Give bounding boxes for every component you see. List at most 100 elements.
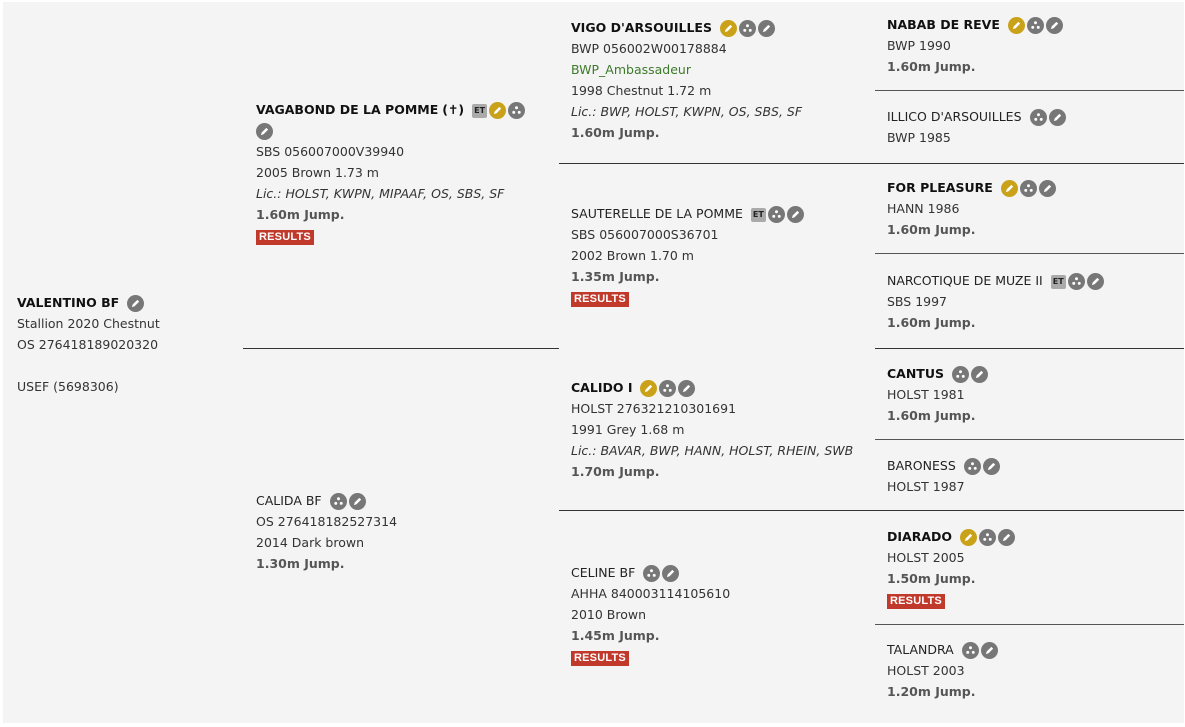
pedigree-icon[interactable]: [659, 380, 677, 397]
stallion-icon[interactable]: [489, 102, 507, 119]
pedigree-icon[interactable]: [963, 458, 981, 475]
edit-icon[interactable]: [662, 565, 680, 582]
sire-born: 2005 Brown 1.73 m: [256, 165, 379, 180]
subject-line3: USEF (5698306): [17, 379, 119, 394]
g5-jump: 1.60m Jump.: [887, 408, 976, 423]
dam-jump: 1.30m Jump.: [256, 556, 345, 571]
pedigree-icon[interactable]: [329, 493, 347, 510]
edit-icon[interactable]: [757, 20, 775, 37]
pedigree-icon[interactable]: [1026, 17, 1044, 34]
ss-lic: Lic.: BWP, HOLST, KWPN, OS, SBS, SF: [571, 104, 803, 119]
ss-reg: BWP 056002W00178884: [571, 41, 727, 56]
g7-jump: 1.50m Jump.: [887, 571, 976, 586]
g6-horse: BARONESS HOLST 1987: [887, 455, 1000, 497]
ds-jump: 1.70m Jump.: [571, 464, 660, 479]
deceased-icon: (✝): [442, 102, 465, 117]
dam-name[interactable]: CALIDA BF: [256, 493, 322, 508]
edit-icon[interactable]: [678, 380, 696, 397]
subject-name[interactable]: VALENTINO BF: [17, 295, 120, 310]
stallion-icon[interactable]: [960, 529, 977, 546]
ds-name[interactable]: CALIDO I: [571, 380, 633, 395]
g6-name[interactable]: BARONESS: [887, 458, 956, 473]
ss-name[interactable]: VIGO D'ARSOUILLES: [571, 20, 712, 35]
sd-name[interactable]: SAUTERELLE DE LA POMME: [571, 206, 743, 221]
edit-icon[interactable]: [1048, 109, 1066, 126]
divider-g6-g7: [875, 510, 1184, 511]
results-button[interactable]: RESULTS: [256, 230, 314, 245]
pedigree-icon[interactable]: [767, 206, 785, 223]
stallion-icon[interactable]: [719, 20, 737, 37]
g3-name[interactable]: FOR PLEASURE: [887, 180, 993, 195]
g4-horse: NARCOTIQUE DE MUZE II ET SBS 1997 1.60m …: [887, 270, 1104, 333]
edit-icon[interactable]: [1045, 17, 1063, 34]
dd-name[interactable]: CELINE BF: [571, 565, 636, 580]
g4-name[interactable]: NARCOTIQUE DE MUZE II: [887, 273, 1043, 288]
sd-born: 2002 Brown 1.70 m: [571, 248, 694, 263]
edit-icon[interactable]: [1086, 273, 1104, 290]
g7-horse: DIARADO HOLST 2005 1.50m Jump. RESULTS: [887, 526, 1015, 610]
et-badge: ET: [1050, 274, 1066, 289]
g7-name[interactable]: DIARADO: [887, 529, 953, 544]
pedigree-tree: VALENTINO BF Stallion 2020 Chestnut OS 2…: [3, 2, 1184, 723]
stallion-icon[interactable]: [1000, 180, 1018, 197]
edit-icon[interactable]: [982, 458, 1000, 475]
ss-jump: 1.60m Jump.: [571, 125, 660, 140]
pedigree-icon[interactable]: [508, 102, 526, 119]
divider-dam-parents: [559, 510, 875, 511]
sd-reg: SBS 056007000S36701: [571, 227, 719, 242]
dam-born: 2014 Dark brown: [256, 535, 365, 550]
pedigree-icon[interactable]: [1019, 180, 1037, 197]
g3-reg: HANN 1986: [887, 201, 960, 216]
ds-born: 1991 Grey 1.68 m: [571, 422, 685, 437]
g4-jump: 1.60m Jump.: [887, 315, 976, 330]
sire-name[interactable]: VAGABOND DE LA POMME: [256, 102, 439, 117]
edit-icon[interactable]: [980, 642, 998, 659]
ds-reg: HOLST 276321210301691: [571, 401, 737, 416]
g1-horse: NABAB DE REVE BWP 1990 1.60m Jump.: [887, 14, 1063, 77]
et-badge: ET: [472, 103, 488, 118]
edit-icon[interactable]: [127, 295, 145, 312]
g2-horse: ILLICO D'ARSOUILLES BWP 1985: [887, 106, 1066, 148]
ds-lic: Lic.: BAVAR, BWP, HANN, HOLST, RHEIN, SW…: [571, 443, 854, 458]
sd-jump: 1.35m Jump.: [571, 269, 660, 284]
pedigree-icon[interactable]: [643, 565, 661, 582]
g3-horse: FOR PLEASURE HANN 1986 1.60m Jump.: [887, 177, 1056, 240]
dd-born: 2010 Brown: [571, 607, 647, 622]
divider-g1-g2: [875, 90, 1184, 91]
sire-sire-horse: VIGO D'ARSOUILLES BWP 056002W00178884 BW…: [571, 17, 802, 143]
g8-jump: 1.20m Jump.: [887, 684, 976, 699]
g2-name[interactable]: ILLICO D'ARSOUILLES: [887, 109, 1022, 124]
pedigree-icon[interactable]: [951, 366, 969, 383]
pedigree-icon[interactable]: [979, 529, 996, 546]
edit-icon[interactable]: [256, 123, 273, 140]
pedigree-icon[interactable]: [1029, 109, 1047, 126]
stallion-icon[interactable]: [1007, 17, 1025, 34]
pedigree-icon[interactable]: [961, 642, 979, 659]
dd-jump: 1.45m Jump.: [571, 628, 660, 643]
g1-reg: BWP 1990: [887, 38, 951, 53]
pedigree-icon[interactable]: [738, 20, 756, 37]
dam-dam-horse: CELINE BF AHHA 840003114105610 2010 Brow…: [571, 562, 730, 667]
edit-icon[interactable]: [1038, 180, 1056, 197]
results-button[interactable]: RESULTS: [887, 594, 945, 609]
divider-g2-g3: [875, 163, 1184, 164]
g5-name[interactable]: CANTUS: [887, 366, 944, 381]
edit-icon[interactable]: [998, 529, 1015, 546]
g7-reg: HOLST 2005: [887, 550, 965, 565]
g5-horse: CANTUS HOLST 1981 1.60m Jump.: [887, 363, 988, 426]
divider-g4-g5: [875, 348, 1184, 349]
g8-horse: TALANDRA HOLST 2003 1.20m Jump.: [887, 639, 998, 702]
dd-reg: AHHA 840003114105610: [571, 586, 731, 601]
g2-reg: BWP 1985: [887, 130, 951, 145]
edit-icon[interactable]: [970, 366, 988, 383]
g8-name[interactable]: TALANDRA: [887, 642, 954, 657]
results-button[interactable]: RESULTS: [571, 651, 629, 666]
pedigree-icon[interactable]: [1067, 273, 1085, 290]
g8-reg: HOLST 2003: [887, 663, 965, 678]
edit-icon[interactable]: [348, 493, 366, 510]
g1-name[interactable]: NABAB DE REVE: [887, 17, 1000, 32]
results-button[interactable]: RESULTS: [571, 292, 629, 307]
divider-g7-g8: [875, 624, 1184, 625]
edit-icon[interactable]: [786, 206, 804, 223]
stallion-icon[interactable]: [640, 380, 658, 397]
